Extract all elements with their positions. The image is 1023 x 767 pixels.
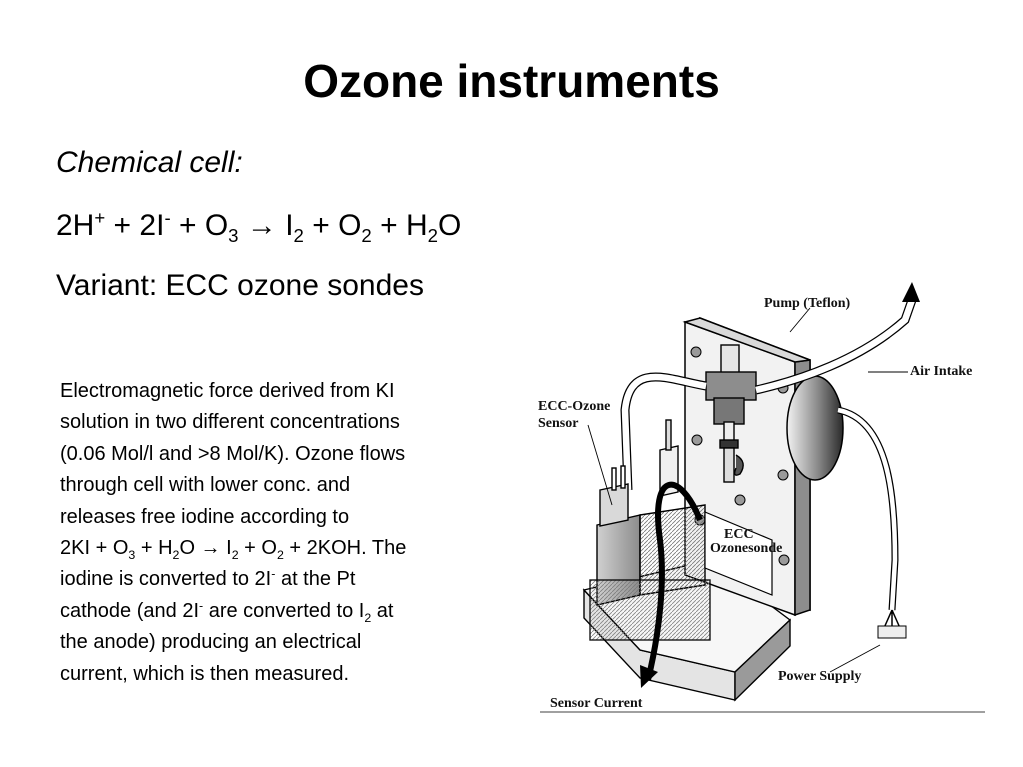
sensor-current-label: Sensor Current [550, 696, 643, 711]
description-line: releases free iodine according to [60, 505, 350, 528]
air-intake-arrowhead [902, 282, 920, 302]
sensor-tube [620, 372, 707, 491]
reaction-equation: 2H+ + 2I- + O3 → I2 + O2 + H2O [56, 207, 462, 246]
ecc-ozone-label: ECC-Ozone [538, 399, 610, 414]
description-line: (0.06 Mol/l and >8 Mol/K). Ozone flows [60, 442, 406, 465]
ecc-ozonesonde-diagram: ECC Ozonesonde Pump (Teflon) Air Intake … [538, 282, 985, 713]
description-line: iodine is converted to 2I- at the Pt [60, 566, 356, 591]
description-line: the anode) producing an electrical [60, 631, 362, 654]
air-intake-tube [755, 298, 917, 395]
description-line: through cell with lower conc. and [60, 474, 351, 497]
description-equation-line: 2KI + O3 + H2O → I2 + O2 + 2KOH. The [60, 537, 407, 563]
description-line: current, which is then measured. [60, 662, 350, 685]
pump-motor [786, 375, 844, 481]
sensor-label: Sensor [538, 416, 578, 431]
sensor-cell [589, 419, 711, 641]
description-line: solution in two different concentrations [60, 411, 400, 434]
power-supply-label: Power Supply [778, 669, 861, 684]
chemical-cell-heading: Chemical cell: [56, 146, 243, 179]
slide-title: Ozone instruments [303, 55, 720, 107]
description-paragraph: Electromagnetic force derived from KI so… [60, 376, 520, 690]
plate-label-ozonesonde: Ozonesonde [710, 541, 782, 556]
label-leaders [587, 307, 908, 673]
ozonesonde-label-plate: ECC Ozonesonde [704, 511, 782, 596]
air-intake-label: Air Intake [910, 364, 972, 379]
plate-label-ecc: ECC [724, 527, 754, 542]
description-line: cathode (and 2I- are converted to I2 at [60, 598, 394, 625]
power-cable [837, 406, 907, 639]
variant-line: Variant: ECC ozone sondes [56, 269, 424, 302]
description-line: Electromagnetic force derived from KI [60, 380, 395, 402]
pump-head [705, 344, 757, 483]
sensor-current-arrow [640, 481, 703, 688]
pump-teflon-label: Pump (Teflon) [764, 296, 851, 311]
